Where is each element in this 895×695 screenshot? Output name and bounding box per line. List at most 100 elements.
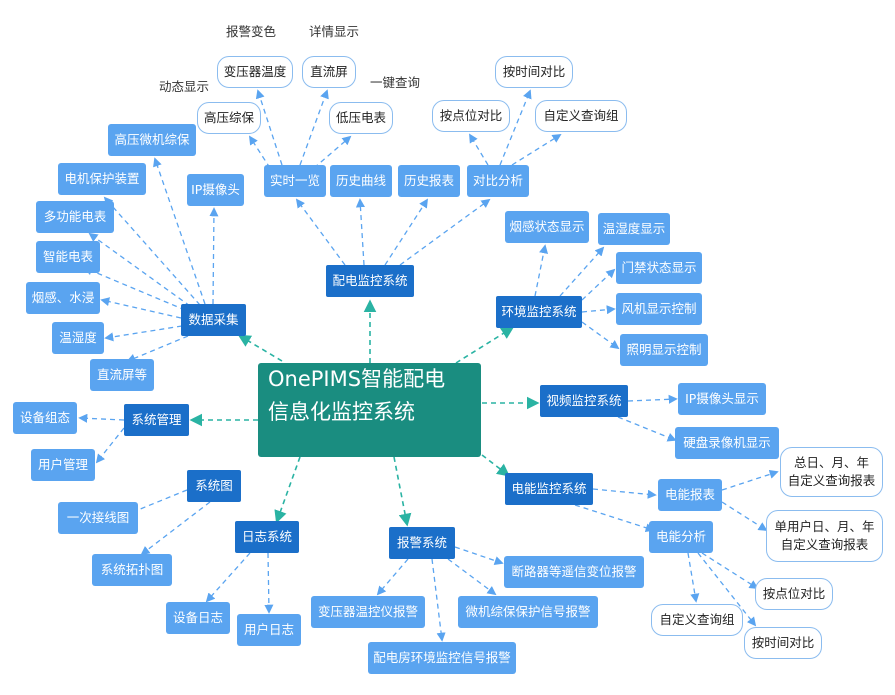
realtime-node[interactable]: 实时一览 (264, 165, 326, 197)
system-mgmt-node[interactable]: 系统管理 (124, 404, 189, 436)
dynamic-display-note: 动态显示 (159, 79, 210, 94)
light-control-node[interactable]: 照明显示控制 (620, 334, 708, 366)
compare-by-time-node[interactable]: 按时间对比 (495, 56, 573, 88)
energy-by-time-node[interactable]: 按时间对比 (744, 627, 822, 659)
temp-humidity-node[interactable]: 温湿度 (52, 322, 104, 354)
history-curve-node[interactable]: 历史曲线 (330, 165, 392, 197)
fan-control-node[interactable]: 风机显示控制 (616, 293, 702, 325)
ip-camera-input-node[interactable]: IP摄像头 (187, 174, 244, 206)
edge-video-ip (627, 394, 678, 404)
edge-center-energy (481, 454, 511, 477)
hv-protection-node[interactable]: 高压综保 (197, 102, 261, 134)
transformer-alarm-node[interactable]: 变压器温控仪报警 (311, 596, 425, 628)
edge-env-door (581, 268, 616, 301)
lv-meter-node[interactable]: 低压电表 (329, 102, 393, 134)
breaker-alarm-node[interactable]: 断路器等遥信变位报警 (504, 556, 644, 588)
system-diagram-node[interactable]: 系统图 (187, 470, 241, 502)
compare-by-point-node[interactable]: 按点位对比 (432, 100, 510, 132)
data-collect-node[interactable]: 数据采集 (181, 304, 246, 336)
edge-power-realtime (295, 198, 346, 266)
edge-power-compare (399, 198, 491, 266)
alarm-system-node[interactable]: 报警系统 (389, 527, 455, 559)
door-status-node[interactable]: 门禁状态显示 (616, 252, 702, 284)
microprocessor-alarm-node[interactable]: 微机综保保护信号报警 (458, 596, 598, 628)
edge-realtime-transformer (255, 89, 283, 166)
temp-humidity-display-node[interactable]: 温湿度显示 (598, 213, 670, 245)
transformer-temp-node[interactable]: 变压器温度 (217, 56, 293, 88)
energy-report-node[interactable]: 电能报表 (658, 479, 722, 511)
env-monitor-node[interactable]: 环境监控系统 (496, 296, 582, 328)
edge-realtime-lv (313, 135, 352, 169)
edge-diagram-topology (140, 501, 211, 556)
edge-analysis-time (697, 552, 757, 627)
energy-monitor-node[interactable]: 电能监控系统 (505, 473, 593, 505)
dc-screen-node[interactable]: 直流屏 (302, 56, 356, 88)
edge-compare-time (499, 89, 532, 166)
edge-energy-analysis (574, 504, 655, 533)
single-report-line2: 自定义查询报表 (780, 537, 869, 552)
edge-alarm-breaker (454, 546, 504, 565)
video-monitor-node[interactable]: 视频监控系统 (540, 385, 628, 417)
smoke-status-node[interactable]: 烟感状态显示 (505, 211, 589, 243)
edge-video-disk (617, 416, 677, 442)
edge-collect-motor (103, 196, 201, 306)
center-title-line1: OnePIMS智能配电 (268, 367, 446, 391)
edge-center-alarm (393, 456, 412, 527)
edge-center-log (274, 456, 301, 524)
edge-env-temp (559, 246, 605, 297)
log-system-node[interactable]: 日志系统 (235, 521, 299, 553)
disk-recorder-node[interactable]: 硬盘录像机显示 (675, 427, 779, 459)
smoke-water-node[interactable]: 烟感、水浸 (26, 282, 100, 314)
center-node[interactable]: OnePIMS智能配电 信息化监控系统 (258, 363, 481, 457)
energy-custom-group-node[interactable]: 自定义查询组 (651, 604, 743, 636)
center-title-line2: 信息化监控系统 (268, 399, 415, 424)
one-click-query-note: 一键查询 (370, 75, 421, 90)
edge-env-light (581, 321, 620, 350)
edge-mgmt-user (95, 427, 125, 464)
ip-camera-display-node[interactable]: IP摄像头显示 (678, 383, 766, 415)
edge-compare-group (511, 134, 562, 166)
edge-collect-multi (88, 232, 191, 307)
motor-protection-node[interactable]: 电机保护装置 (58, 163, 146, 195)
edge-collect-smart (83, 266, 186, 311)
smart-meter-node[interactable]: 智能电表 (36, 241, 100, 273)
user-log-node[interactable]: 用户日志 (237, 614, 301, 646)
history-report-node[interactable]: 历史报表 (398, 165, 460, 197)
hv-microprocessor-node[interactable]: 高压微机综保 (108, 124, 196, 156)
custom-query-group-node[interactable]: 自定义查询组 (535, 100, 627, 132)
edge-log-device (205, 552, 251, 603)
edge-alarm-transformer (376, 558, 409, 596)
total-report-node[interactable]: 总日、月、年 自定义查询报表 (780, 447, 883, 497)
power-monitor-node[interactable]: 配电监控系统 (326, 265, 414, 297)
energy-analysis-node[interactable]: 电能分析 (649, 521, 713, 553)
device-log-node[interactable]: 设备日志 (166, 602, 230, 634)
single-user-report-node[interactable]: 单用户日、月、年 自定义查询报表 (766, 510, 883, 562)
edge-collect-dc (126, 335, 189, 363)
edge-diagram-single (126, 489, 188, 516)
edge-center-collect (237, 334, 283, 362)
device-config-node[interactable]: 设备组态 (13, 402, 77, 434)
total-report-line1: 总日、月、年 (793, 454, 869, 470)
single-line-diagram-node[interactable]: 一次接线图 (58, 502, 138, 534)
edge-energy-report (592, 488, 657, 499)
edge-collect-ip (209, 207, 219, 305)
single-report-line1: 单用户日、月、年 (774, 518, 875, 534)
edge-env-fan (581, 305, 616, 315)
edge-realtime-hv (249, 135, 271, 169)
system-topology-node[interactable]: 系统拓扑图 (92, 554, 172, 586)
edge-log-user (264, 552, 274, 614)
user-mgmt-node[interactable]: 用户管理 (31, 449, 95, 481)
compare-node[interactable]: 对比分析 (467, 165, 529, 197)
edge-collect-smoke (100, 297, 182, 319)
room-env-alarm-node[interactable]: 配电房环境监控信号报警 (368, 642, 516, 674)
energy-by-point-node[interactable]: 按点位对比 (755, 578, 833, 610)
edge-center-env (455, 326, 515, 364)
edge-alarm-room (431, 558, 446, 642)
dc-screen-etc-node[interactable]: 直流屏等 (90, 359, 154, 391)
multi-function-meter-node[interactable]: 多功能电表 (36, 201, 114, 233)
edge-analysis-point (701, 552, 759, 589)
edge-compare-point (469, 133, 489, 166)
edge-alarm-micro (447, 558, 497, 596)
edge-analysis-group (687, 552, 700, 603)
edge-collect-hv (153, 157, 206, 305)
